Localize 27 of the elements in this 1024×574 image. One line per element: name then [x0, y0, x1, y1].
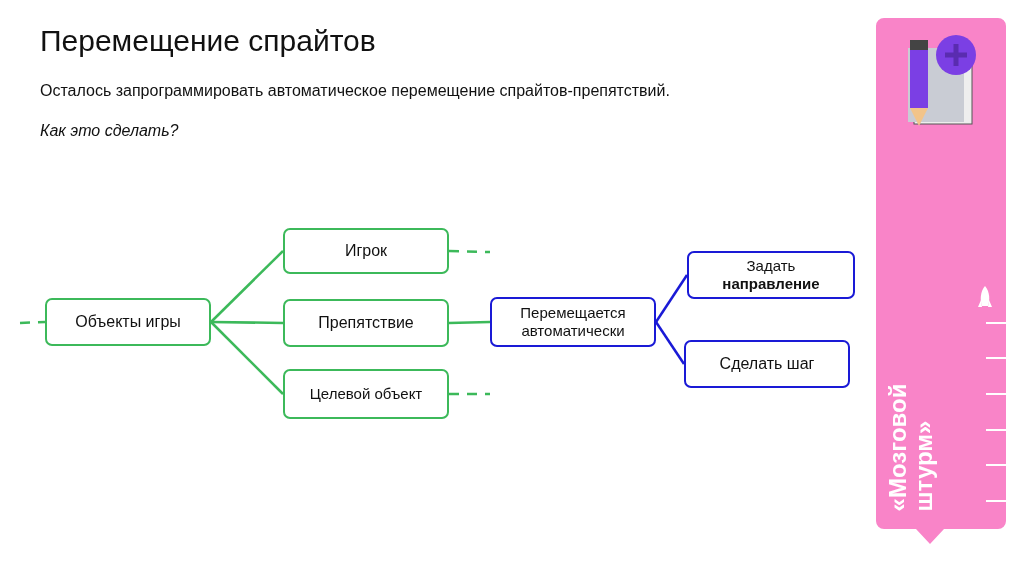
mindmap-box: [283, 228, 449, 274]
dashed-connector: [449, 392, 490, 396]
mindmap-box: [283, 299, 449, 347]
node-label: Объекты игры: [75, 312, 181, 332]
mindmap-box: [684, 340, 850, 388]
node-label: Задать направление: [721, 257, 821, 293]
connector: [210, 250, 284, 323]
question-text: Как это сделать?: [40, 122, 179, 140]
connector: [654, 274, 689, 323]
connector: [654, 321, 686, 365]
intro-text: Осталось запрограммировать автоматическое перемещение спрайтов-препятствий.: [40, 82, 670, 100]
node-label: Целевой объект: [309, 385, 423, 403]
mindmap-box: [283, 369, 449, 419]
sidebar-title: «Мозговой штурм»: [884, 382, 938, 512]
connector: [211, 320, 283, 325]
connector: [210, 321, 284, 395]
dashed-connector: [19, 320, 46, 325]
mindmap-box: [687, 251, 855, 299]
node-label: Препятствие: [318, 313, 414, 333]
mindmap-box: [490, 297, 656, 347]
slide-title: Перемещение спрайтов: [40, 24, 376, 58]
node-label: Сделать шаг: [719, 354, 815, 374]
node-label: Игрок: [344, 241, 388, 261]
node-label: Перемещается автоматически: [519, 304, 627, 340]
mindmap-box: [45, 298, 211, 346]
dashed-connector: [448, 249, 491, 254]
connector: [448, 320, 491, 325]
